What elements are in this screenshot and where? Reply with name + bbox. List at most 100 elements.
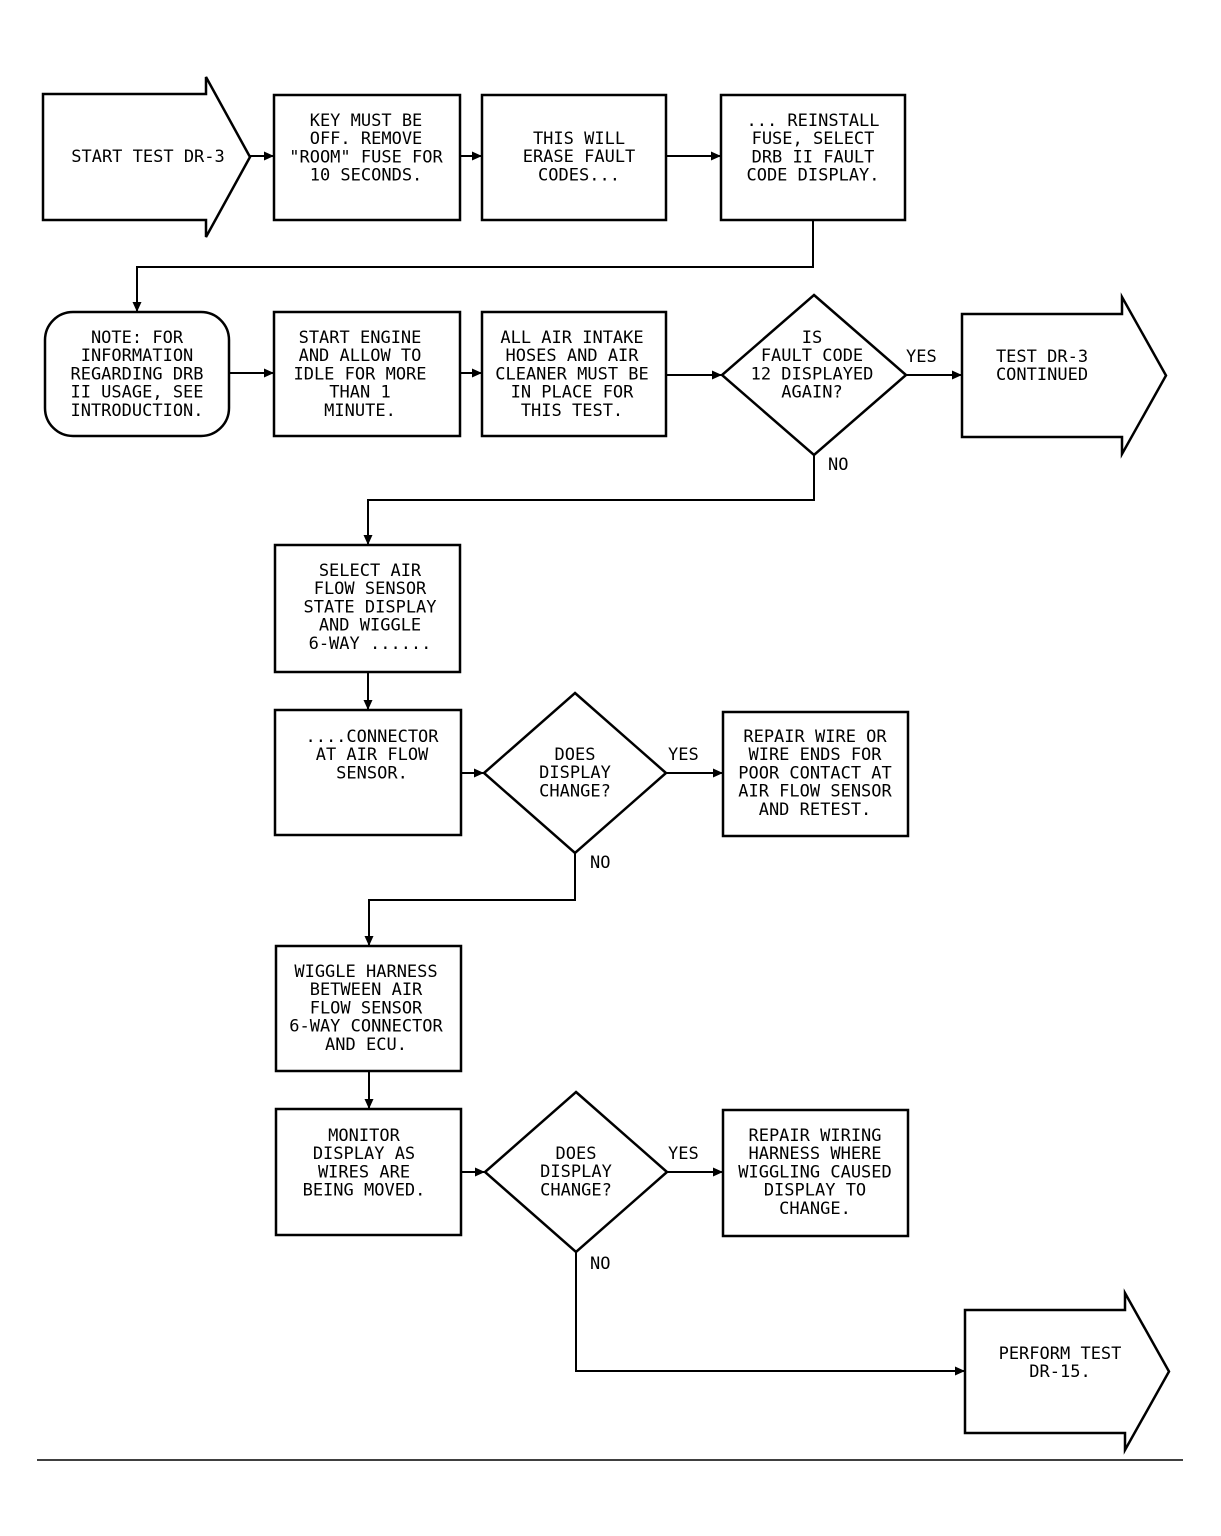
edge-key-off-to-erase xyxy=(460,151,482,161)
process-box xyxy=(272,310,462,438)
node-text-line: DOES xyxy=(556,1144,597,1164)
node-text-line: ....CONNECTOR xyxy=(305,727,439,747)
edge-display-change-1-to-repair-wire xyxy=(666,768,723,778)
node-text-line: HARNESS WHERE xyxy=(748,1144,881,1164)
edge-label-yes: YES xyxy=(668,745,699,765)
edge-label-no: NO xyxy=(828,455,848,475)
node-text-line: STATE DISPLAY xyxy=(303,597,436,617)
node-text-line: AND ALLOW TO xyxy=(299,346,422,366)
process-box xyxy=(721,1108,910,1238)
node-text-line: FLOW SENSOR xyxy=(310,998,423,1018)
edge-display-change-2-to-perform15 xyxy=(575,1252,965,1376)
block-arrow-shape xyxy=(41,76,252,238)
arrowhead xyxy=(264,368,274,378)
arrowhead xyxy=(472,151,482,161)
node-text-line: 10 SECONDS. xyxy=(310,166,423,186)
process-box xyxy=(274,944,463,1073)
node-text-line: REGARDING DRB xyxy=(70,364,203,384)
process-box xyxy=(273,543,462,674)
edge-wiggle-harness-to-monitor xyxy=(364,1071,374,1109)
node-text-line: START TEST DR-3 xyxy=(71,147,225,167)
node-text-line: DRB II FAULT xyxy=(752,147,875,167)
node-text-line: MINUTE. xyxy=(324,401,396,421)
node-text-line: POOR CONTACT AT xyxy=(738,763,892,783)
node-text-line: WIRE ENDS FOR xyxy=(748,745,882,765)
node-text-line: AT AIR FLOW xyxy=(316,745,429,765)
arrowhead xyxy=(475,1167,485,1177)
node-text-line: FAULT CODE xyxy=(761,346,863,366)
arrowhead xyxy=(264,151,274,161)
node-text-line: DOES xyxy=(555,745,596,765)
arrowhead xyxy=(713,1167,723,1177)
edge-erase-to-reinstall xyxy=(666,151,721,161)
edge-display-change-1-to-wiggle-harness xyxy=(364,853,576,946)
edge-label-no: NO xyxy=(590,1254,610,1274)
node-text-line: OFF. REMOVE xyxy=(310,129,423,149)
edge-monitor-to-display-change-2 xyxy=(461,1167,485,1177)
node-text-line: SENSOR. xyxy=(336,763,408,783)
process-box xyxy=(480,310,668,438)
node-text-line: CLEANER MUST BE xyxy=(495,364,649,384)
node-text-line: THIS WILL xyxy=(533,129,625,149)
edge-fault12-to-continued xyxy=(906,370,962,380)
node-text-line: 6-WAY CONNECTOR xyxy=(289,1017,443,1037)
edge-select-air-to-connector xyxy=(363,672,373,710)
node-text-line: IDLE FOR MORE xyxy=(293,364,426,384)
node-text-line: CODES... xyxy=(538,165,620,185)
node-text-line: AND WIGGLE xyxy=(319,616,421,636)
node-text-line: CODE DISPLAY. xyxy=(746,166,879,186)
edge-connector-to-display-change-1 xyxy=(461,768,484,778)
node-text-line: CHANGE? xyxy=(540,1180,612,1200)
edges-layer xyxy=(132,151,965,1376)
edge-display-change-2-to-repair-harness xyxy=(667,1167,723,1177)
arrowhead xyxy=(363,700,373,710)
node-text-line: BEING MOVED. xyxy=(303,1181,426,1201)
arrowhead xyxy=(713,768,723,778)
node-text-line: II USAGE, SEE xyxy=(70,383,203,403)
node-text-line: DISPLAY AS xyxy=(313,1144,415,1164)
edge-fault12-to-select-air xyxy=(363,455,815,545)
node-text-line: CHANGE. xyxy=(779,1199,851,1219)
process-box xyxy=(719,93,907,222)
connector-line xyxy=(575,1252,965,1372)
node-text-line: DR-15. xyxy=(1029,1362,1090,1382)
node-text-line: MONITOR xyxy=(328,1126,400,1146)
arrowhead xyxy=(712,370,722,380)
node-text-line: ALL AIR INTAKE xyxy=(500,328,643,348)
edge-intake-to-fault12 xyxy=(666,370,722,380)
connector-line xyxy=(367,455,815,545)
node-text-line: PERFORM TEST xyxy=(999,1344,1122,1364)
node-start: START TEST DR-3 xyxy=(41,76,252,238)
node-text-line: CHANGE? xyxy=(539,781,611,801)
node-text-line: INTRODUCTION. xyxy=(70,401,203,421)
edge-reinstall-to-note xyxy=(132,220,814,312)
edge-start-to-key-off xyxy=(250,151,274,161)
edge-label-no: NO xyxy=(590,853,610,873)
node-text-line: "ROOM" FUSE FOR xyxy=(289,147,443,167)
node-text-line: AIR FLOW SENSOR xyxy=(738,782,892,802)
edge-label-yes: YES xyxy=(906,347,937,367)
node-text-line: THIS TEST. xyxy=(521,401,623,421)
